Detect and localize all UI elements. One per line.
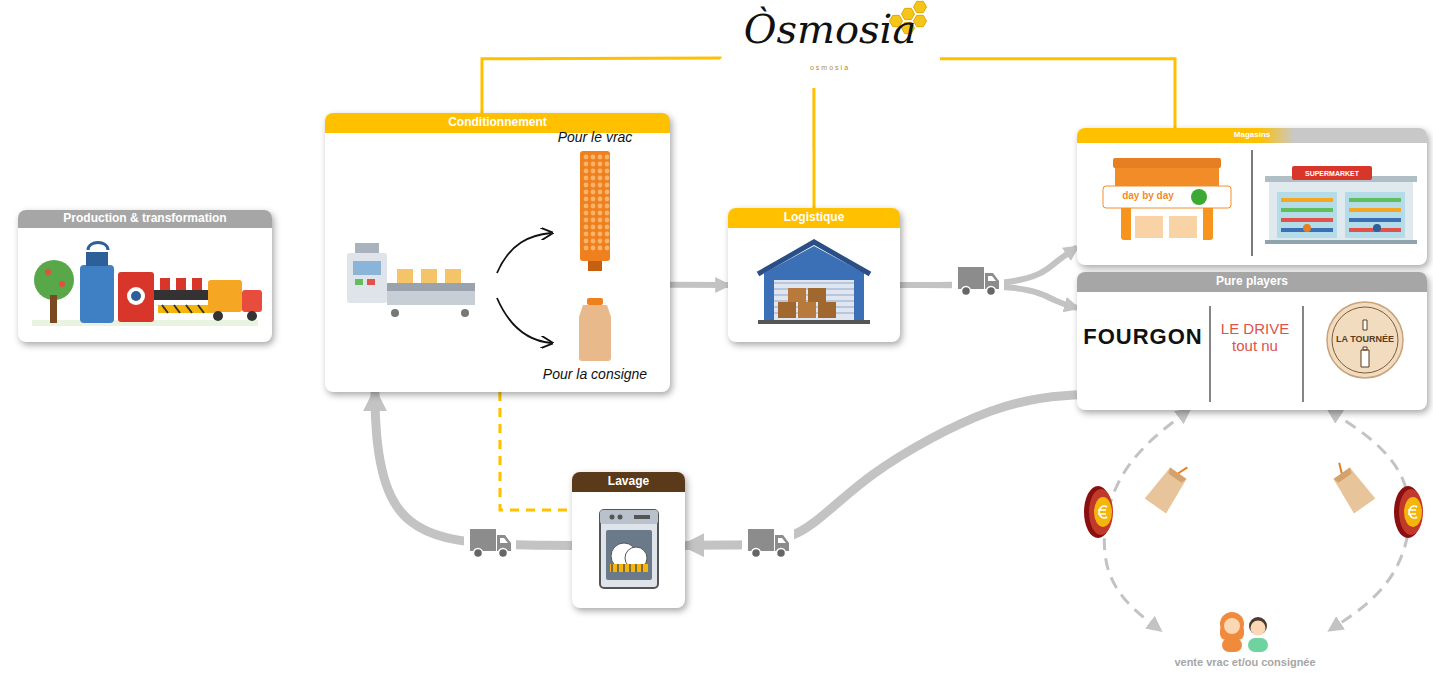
logo-wordmark: Òsmosia: [720, 6, 940, 52]
box-heading: Production & transformation: [18, 212, 272, 226]
channel-box: Pure playersFOURGON LE DRIVE tout nu LA TO…: [1077, 272, 1427, 410]
flow-arrow: [670, 282, 728, 288]
brand-logo-text: LE DRIVE tout nu: [1215, 320, 1295, 355]
bag-icon: [1145, 458, 1195, 514]
box-heading: Pure players: [1077, 275, 1427, 289]
brand-logo-text: FOURGON: [1083, 324, 1203, 349]
node-illustration: [18, 210, 272, 342]
item-caption: Pour la consigne: [520, 366, 670, 382]
node-illustration: [728, 208, 900, 342]
return-arrow: [685, 395, 1077, 546]
org-link: [812, 88, 815, 208]
truck-icon: [742, 525, 794, 565]
box-heading: Conditionnement: [325, 116, 670, 130]
item-caption: Pour le vrac: [525, 129, 665, 145]
store-logo-text: day by day: [1105, 190, 1191, 202]
consumer-node: vente vrac et/ou consignée: [1160, 612, 1330, 672]
box-heading: Magasins: [1077, 130, 1427, 139]
return-arrow: [375, 392, 572, 545]
coin-icon: [1084, 486, 1113, 538]
stage-box: Lavage: [572, 472, 685, 608]
node-illustration: [325, 113, 670, 392]
consumer-caption: vente vrac et/ou consignée: [1160, 656, 1330, 669]
box-heading: Lavage: [572, 475, 685, 489]
stage-box: ConditionnementPour le vracPour la consi…: [325, 113, 670, 392]
stage-box: Logistique: [728, 208, 900, 342]
truck-icon: [464, 525, 516, 565]
channel-box: Magasins day by day SUPERMARKET: [1077, 128, 1427, 265]
brand-logo: Òsmosia osmosia: [720, 2, 940, 88]
dashed-link: [500, 392, 572, 510]
store-sign-text: SUPERMARKET: [1289, 170, 1375, 178]
org-link: [482, 58, 720, 113]
brand-logo-text: LA TOURNÉE: [1330, 334, 1400, 344]
truck-icon: [952, 263, 1004, 303]
org-link: [940, 59, 1175, 128]
bag-icon: [1325, 458, 1375, 514]
box-heading: Logistique: [728, 211, 900, 225]
consumer-loop: [1104, 410, 1189, 630]
coin-icon: [1394, 486, 1423, 538]
stage-box: Production & transformation: [18, 210, 272, 342]
node-illustration: [572, 472, 685, 608]
logo-subtitle: osmosia: [720, 64, 940, 72]
